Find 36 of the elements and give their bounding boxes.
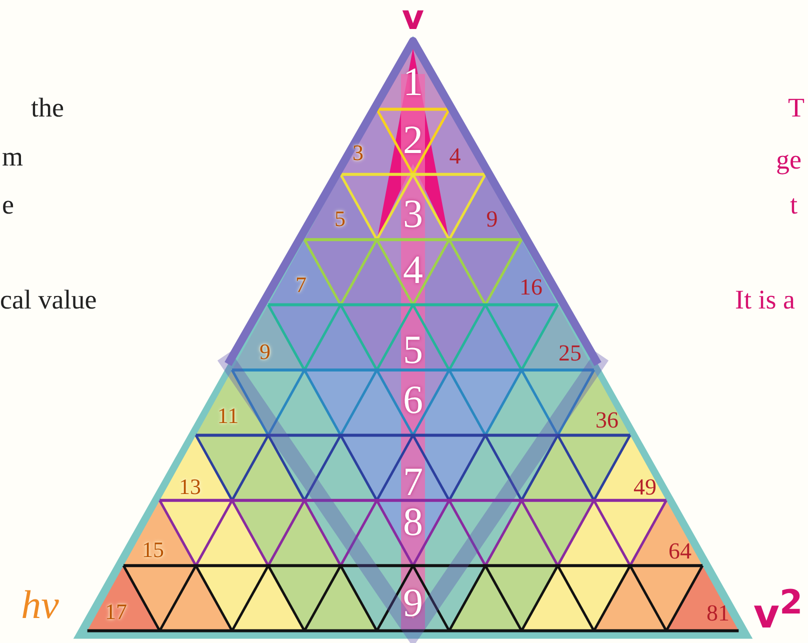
center-number: 6: [403, 380, 423, 420]
square-number: 16: [520, 276, 542, 298]
center-number: 8: [403, 502, 423, 542]
odd-number: 9: [260, 341, 270, 363]
square-number: 81: [706, 602, 730, 624]
odd-number: 3: [352, 142, 364, 164]
vertex-label: v: [402, 1, 424, 35]
square-number: 64: [668, 540, 692, 562]
center-number: 2: [403, 120, 423, 160]
square-number: 4: [449, 144, 461, 168]
text-fragment: ge: [776, 146, 802, 174]
text-fragment: e: [2, 192, 14, 218]
text-fragment: t: [790, 192, 798, 218]
center-number: 1: [403, 62, 423, 102]
square-number: 49: [634, 476, 656, 498]
text-fragment: m: [2, 144, 24, 170]
vertex-label: v$^{2}$: [753, 585, 803, 635]
square-number: 25: [558, 342, 582, 364]
text-fragment: the: [31, 94, 64, 122]
text-fragment: T: [788, 94, 804, 122]
square-number: 36: [596, 408, 618, 432]
odd-number: 13: [179, 476, 201, 498]
center-number: 5: [403, 330, 423, 370]
text-fragment: cal value: [0, 286, 97, 314]
center-number: 7: [403, 462, 423, 502]
odd-number: 15: [142, 539, 164, 561]
odd-number: 5: [334, 208, 346, 230]
odd-number: 7: [296, 274, 306, 296]
square-number: 9: [486, 208, 498, 230]
center-number: 9: [403, 583, 423, 623]
odd-number: 11: [217, 405, 239, 427]
center-number: 3: [403, 194, 423, 234]
text-fragment: It is a: [735, 286, 795, 314]
odd-number: 17: [105, 601, 127, 623]
vertex-label: hv: [21, 585, 59, 625]
center-number: 4: [403, 250, 423, 290]
